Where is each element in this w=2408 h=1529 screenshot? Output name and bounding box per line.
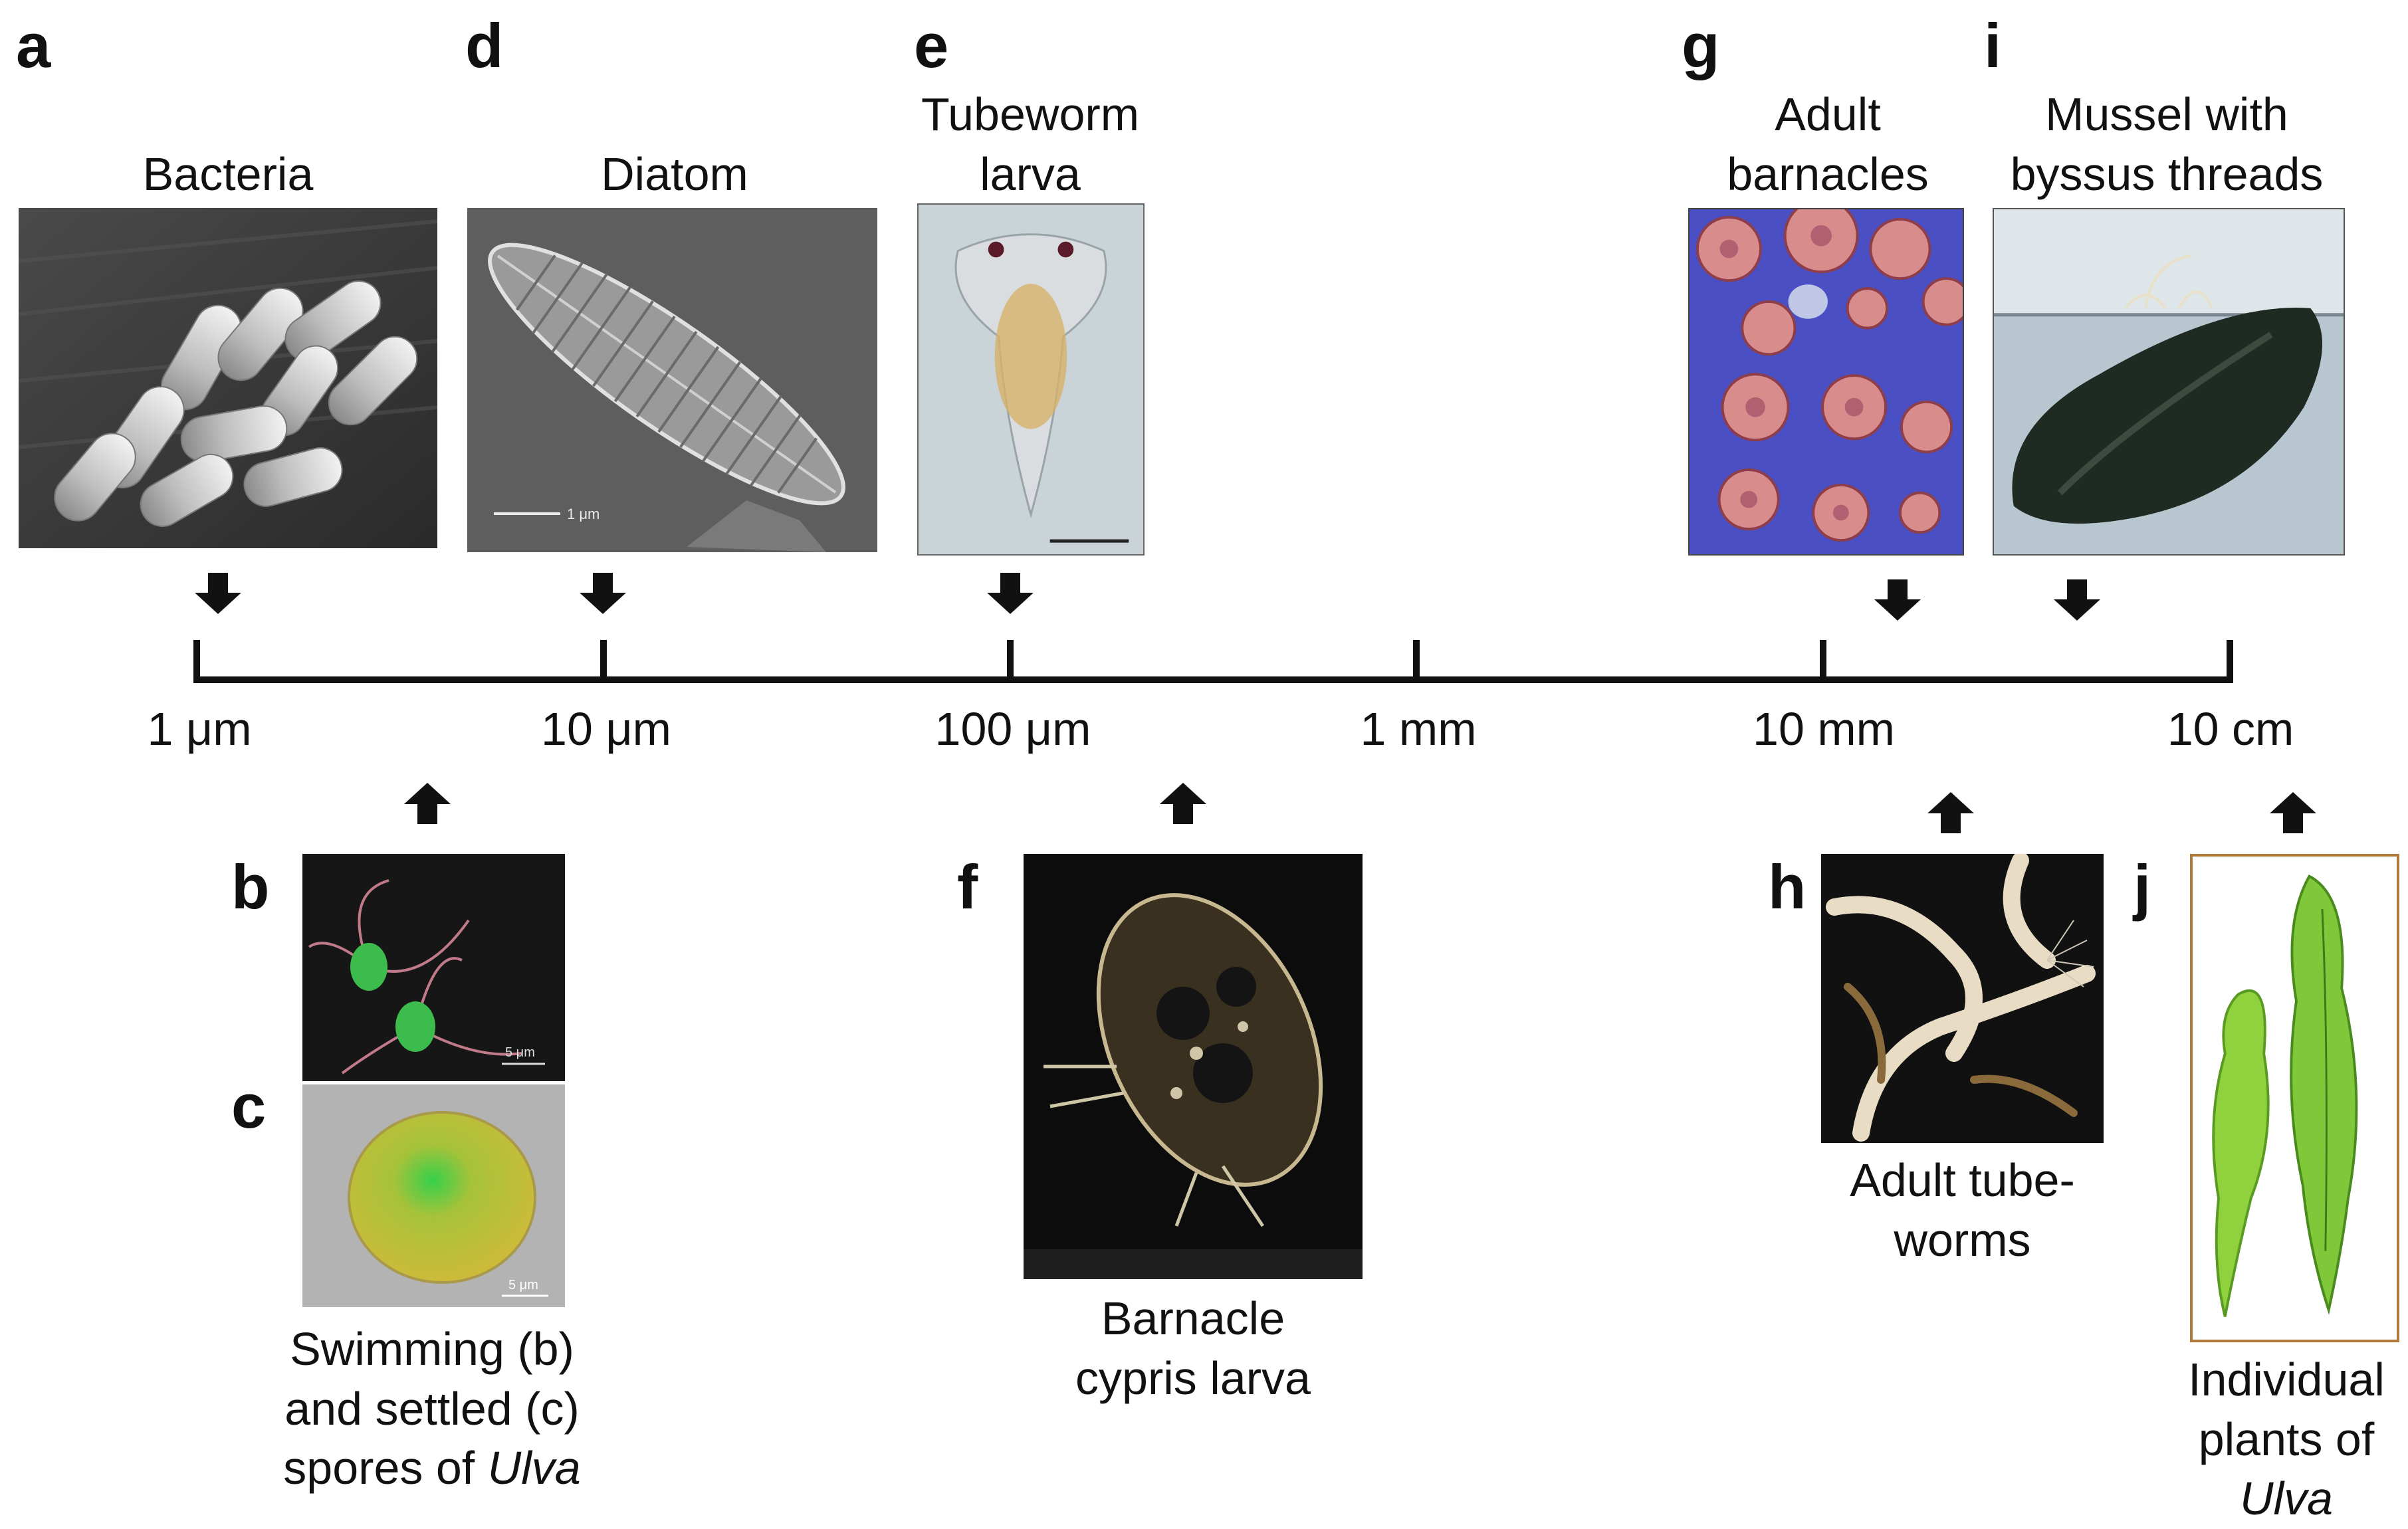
- label-j: j: [2134, 852, 2151, 922]
- tick-10um: 10 μm: [541, 703, 671, 755]
- caption-tubeworm-larva: Tubeworm larva: [921, 88, 1140, 200]
- arrow-e: [987, 573, 1034, 614]
- arrow-d: [580, 573, 626, 614]
- arrow-f: [1160, 783, 1206, 824]
- label-i: i: [1984, 11, 2002, 80]
- diatom-scale-text: 1 μm: [567, 506, 600, 522]
- settled-spore-image: 5 μm: [302, 1084, 565, 1307]
- arrow-i: [2054, 579, 2100, 621]
- arrow-g: [1874, 579, 1921, 621]
- tubeworm-larva-image: [917, 203, 1145, 556]
- label-h: h: [1768, 852, 1806, 922]
- label-e: e: [914, 11, 949, 80]
- spore-c-scale-text: 5 μm: [508, 1278, 538, 1292]
- caption-mussel: Mussel with byssus threads: [2010, 88, 2324, 200]
- caption-cypris-larva: Barnacle cypris larva: [1075, 1292, 1311, 1404]
- arrow-h: [1927, 792, 1974, 833]
- label-d: d: [465, 11, 504, 80]
- adult-tubeworms-image: [1821, 854, 2104, 1143]
- arrow-a: [195, 573, 241, 614]
- tick-1um: 1 μm: [147, 703, 252, 755]
- caption-adult-barnacles: Adult barnacles: [1727, 88, 1929, 200]
- adult-barnacles-image: [1688, 208, 1964, 556]
- spore-b-scale-text: 5 μm: [505, 1045, 535, 1060]
- label-b: b: [231, 852, 270, 922]
- label-c: c: [231, 1071, 267, 1141]
- ulva-plants-image: [2190, 854, 2399, 1342]
- diatom-image: 1 μm: [467, 208, 877, 552]
- label-a: a: [16, 11, 51, 80]
- arrow-bc: [404, 783, 451, 824]
- cypris-larva-image: [1024, 854, 1363, 1279]
- bacteria-image: [19, 208, 437, 548]
- caption-adult-tubeworms: Adult tube- worms: [1850, 1154, 2075, 1266]
- caption-ulva-spores: Swimming (b) and settled (c) spores of U…: [283, 1323, 581, 1494]
- tick-10mm: 10 mm: [1753, 703, 1895, 755]
- tick-1mm: 1 mm: [1360, 703, 1477, 755]
- caption-ulva-plants: Individual plants of Ulva: [2188, 1354, 2385, 1525]
- swimming-spores-image: 5 μm: [302, 854, 565, 1081]
- arrow-j: [2270, 792, 2316, 833]
- mussel-image: [1993, 208, 2345, 556]
- tick-100um: 100 μm: [934, 703, 1091, 755]
- tick-10cm: 10 cm: [2167, 703, 2294, 755]
- label-f: f: [957, 852, 978, 922]
- label-g: g: [1682, 11, 1720, 80]
- caption-bacteria: Bacteria: [142, 148, 314, 200]
- caption-diatom: Diatom: [601, 148, 748, 200]
